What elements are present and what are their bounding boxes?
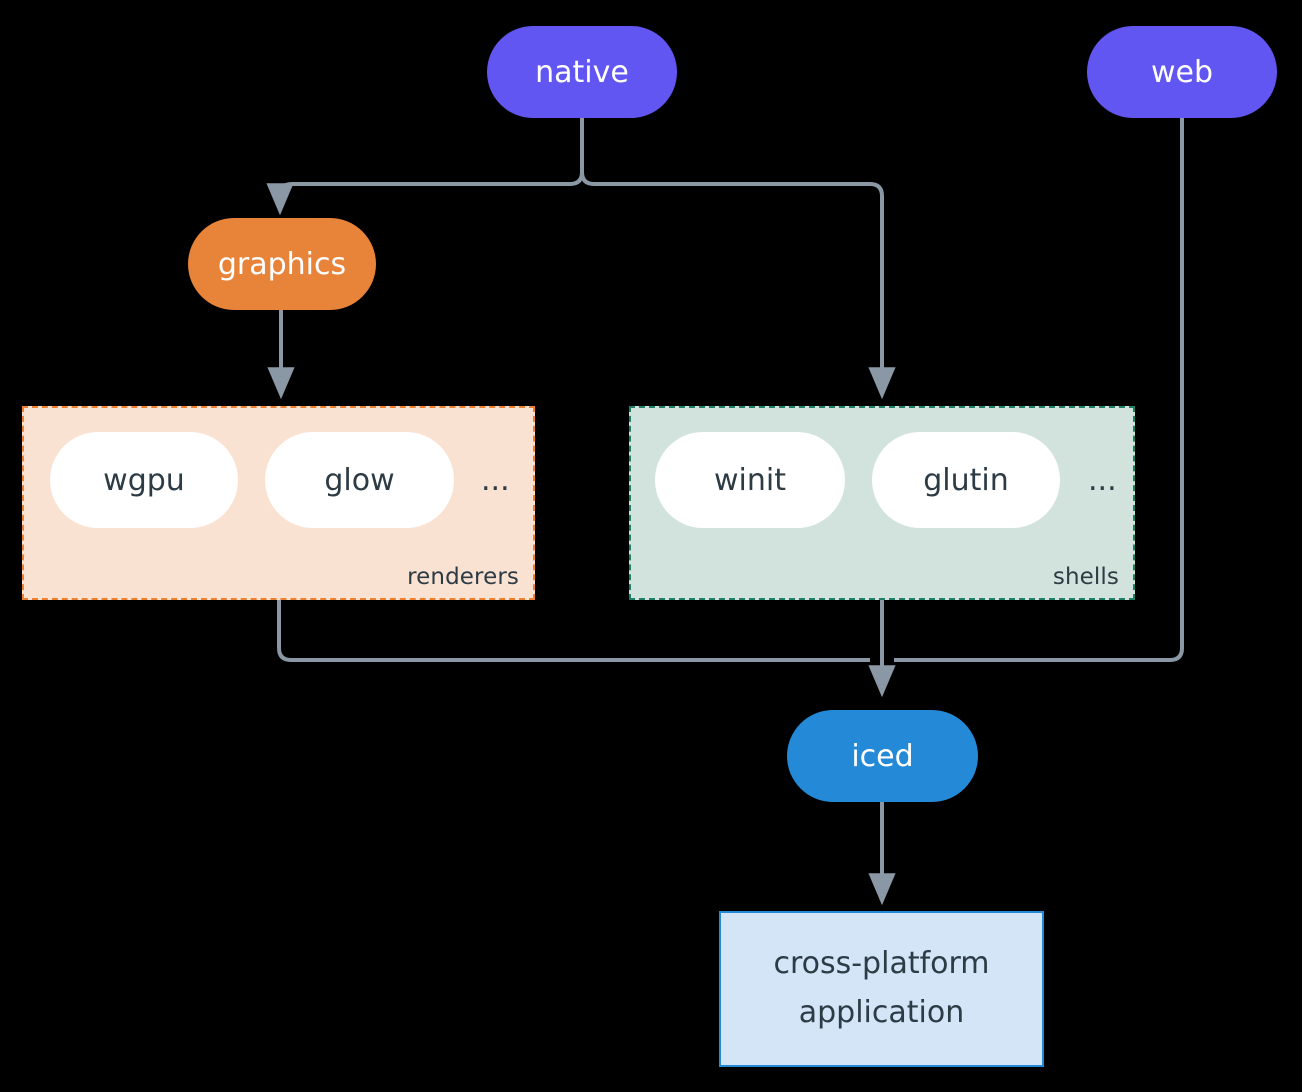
node-cross-platform-application[interactable]: cross-platform application [719,911,1044,1067]
node-wgpu[interactable]: wgpu [50,432,238,528]
renderers-overflow-ellipsis: ... [481,463,510,498]
node-glow[interactable]: glow [265,432,454,528]
node-graphics[interactable]: graphics [188,218,376,310]
shells-overflow-ellipsis: ... [1088,463,1117,498]
edge-native-to-shells [580,171,896,400]
edge-native-to-graphics [266,171,584,216]
edge-renderers-to-iced [277,600,870,662]
application-label-line1: cross-platform [773,946,990,982]
cluster-shells-label: shells [1052,564,1119,590]
node-glutin[interactable]: glutin [872,432,1060,528]
application-label-line2: application [798,995,965,1030]
node-native[interactable]: native [487,26,677,118]
node-winit[interactable]: winit [655,432,845,528]
cluster-renderers-label: renderers [407,564,519,590]
node-iced[interactable]: iced [787,710,978,802]
node-web[interactable]: web [1087,26,1277,118]
